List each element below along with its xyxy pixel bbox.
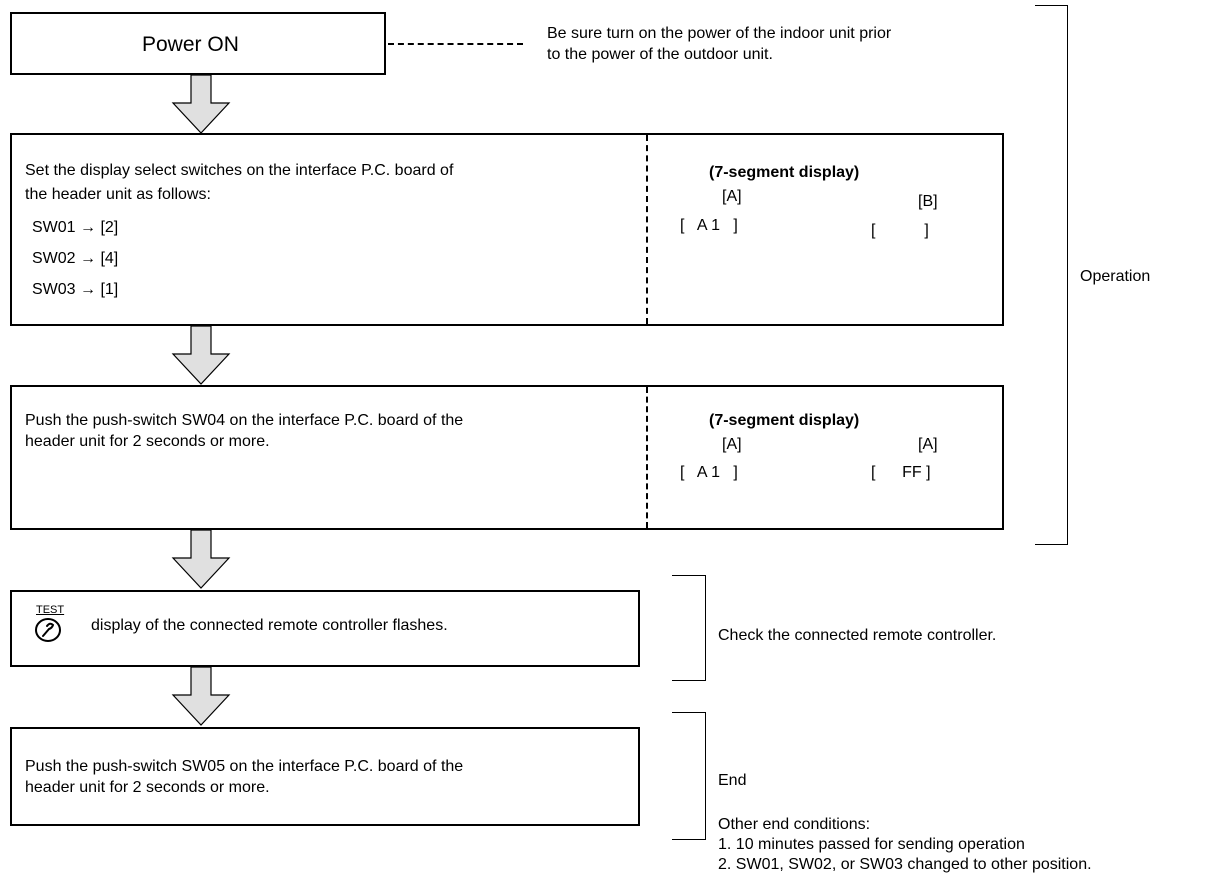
end-conditions-title: Other end conditions: [718,816,871,833]
display-title: (7-segment display) [709,412,860,429]
display-value-b: [ ] [871,222,929,239]
test-icon-label: TEST [36,604,65,616]
flow-arrow-3 [171,530,231,589]
switch-sw03: SW03 → [1] [32,281,119,298]
wrench-icon [35,618,61,642]
push-sw05-box: Push the push-switch SW05 on the interfa… [10,727,640,826]
push-sw05-line1: Push the push-switch SW05 on the interfa… [25,758,464,775]
check-remote-note: Check the connected remote controller. [718,627,997,644]
display-divider [646,135,648,324]
power-on-title: Power ON [142,33,239,56]
push-sw04-box: Push the push-switch SW04 on the interfa… [10,385,1004,530]
display-title: (7-segment display) [709,164,860,181]
display-label-a: [A] [722,188,742,205]
switch-sw02: SW02 → [4] [32,250,119,267]
end-condition-1: 1. 10 minutes passed for sending operati… [718,836,1025,853]
end-condition-2: 2. SW01, SW02, or SW03 changed to other … [718,856,1092,873]
flow-arrow-4 [171,667,231,726]
flow-arrow-1 [171,75,231,134]
flow-arrow-2 [171,326,231,385]
operation-bracket [1035,5,1068,545]
display-label-b: [B] [918,193,938,210]
display-label-b: [A] [918,436,938,453]
end-bracket [672,712,706,840]
test-icon: TEST [34,604,70,644]
display-label-a: [A] [722,436,742,453]
power-note-line1: Be sure turn on the power of the indoor … [547,25,892,42]
end-label: End [718,772,747,789]
push-sw05-line2: header unit for 2 seconds or more. [25,779,270,796]
set-switches-line1: Set the display select switches on the i… [25,162,454,179]
power-on-box: Power ON [10,12,386,75]
display-value-a: [ A 1 ] [680,464,738,481]
push-sw04-line2: header unit for 2 seconds or more. [25,433,270,450]
set-switches-line2: the header unit as follows: [25,186,211,203]
display-value-a: [ A 1 ] [680,217,738,234]
check-remote-bracket [672,575,706,681]
remote-flash-text: display of the connected remote controll… [91,617,448,634]
power-note-line2: to the power of the outdoor unit. [547,46,773,63]
display-divider [646,387,648,528]
switch-sw01: SW01 → [2] [32,219,119,236]
power-note-connector [388,43,523,45]
operation-label: Operation [1080,268,1151,285]
set-switches-box: Set the display select switches on the i… [10,133,1004,326]
push-sw04-line1: Push the push-switch SW04 on the interfa… [25,412,464,429]
display-value-b: [ FF ] [871,464,931,481]
remote-flash-box: TEST display of the connected remote con… [10,590,640,667]
